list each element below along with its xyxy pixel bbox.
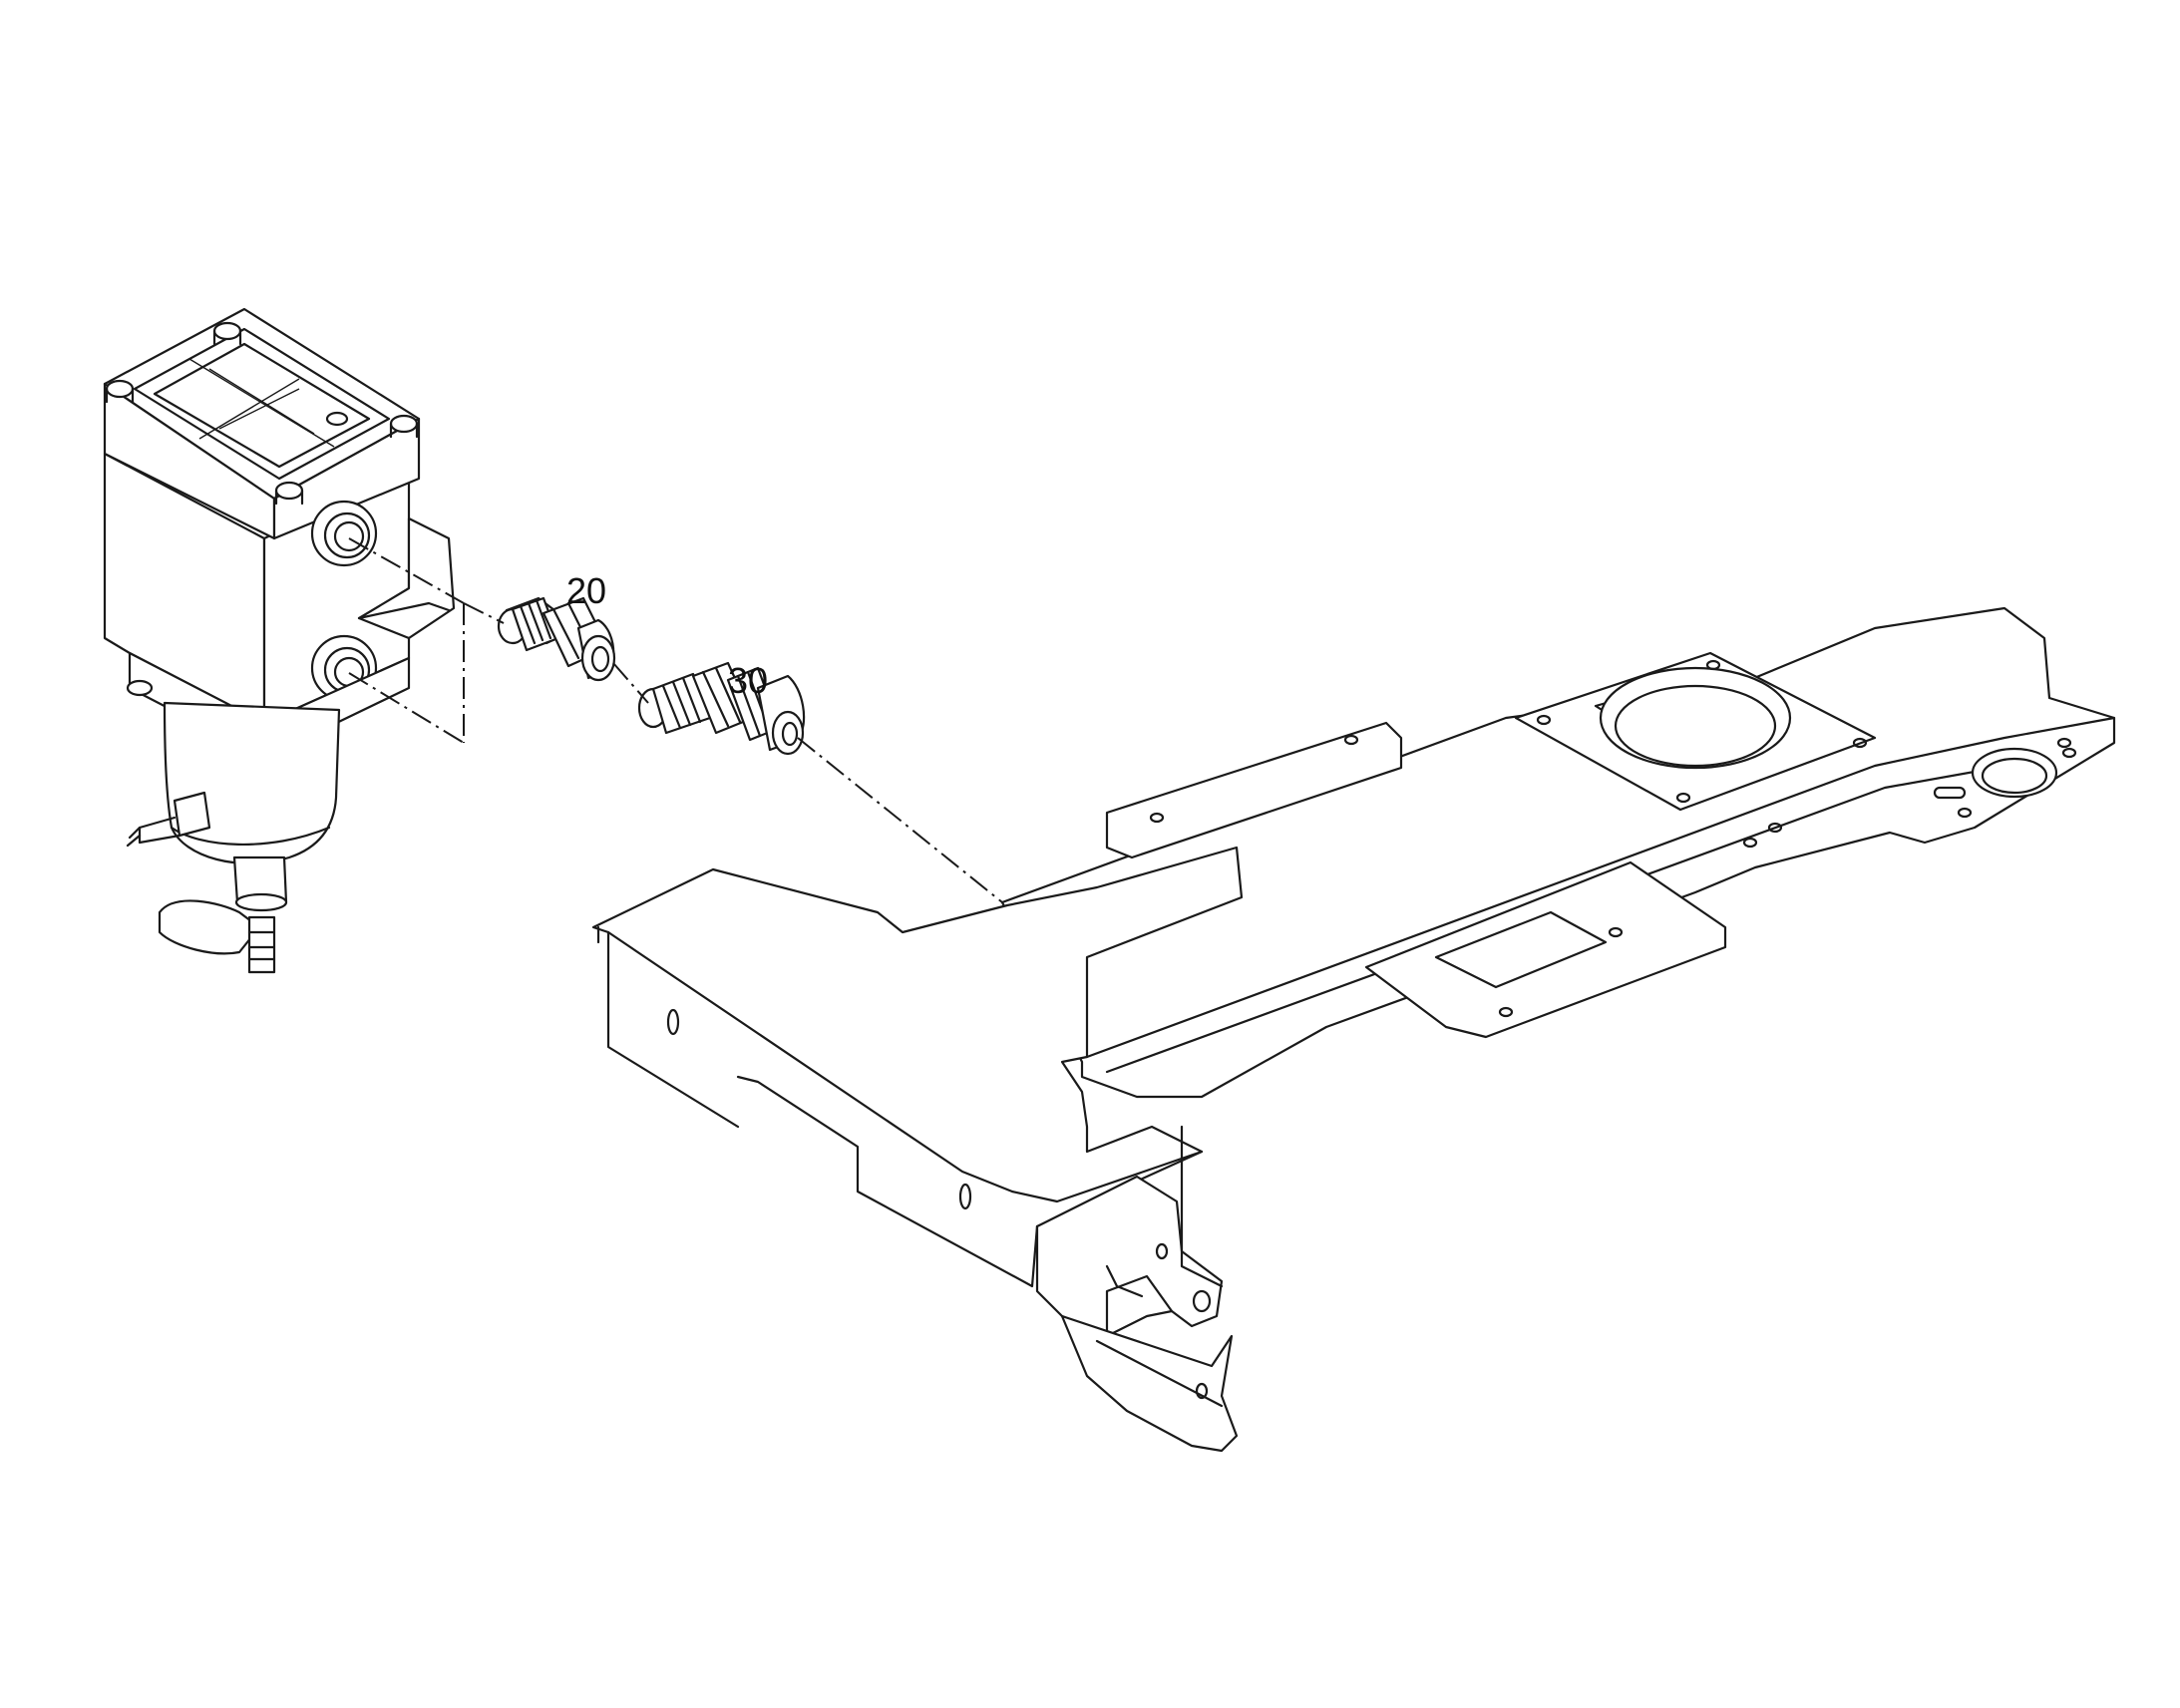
- water-sensor-connector[interactable]: [126, 791, 211, 848]
- fitting-part-30[interactable]: [637, 661, 806, 756]
- drain-valve[interactable]: [158, 855, 288, 974]
- assembly-centerlines: [348, 537, 1003, 903]
- fitting-part-20[interactable]: [497, 596, 616, 682]
- bolt-icon: [105, 321, 419, 506]
- callout-label-30: 30: [728, 660, 768, 701]
- fuel-filter-assembly[interactable]: [103, 307, 456, 974]
- outlet-port-upper[interactable]: [310, 500, 378, 567]
- mounting-hole: [1536, 659, 1868, 804]
- callout-label-20: 20: [566, 570, 606, 611]
- mounting-frame[interactable]: [591, 606, 2116, 1453]
